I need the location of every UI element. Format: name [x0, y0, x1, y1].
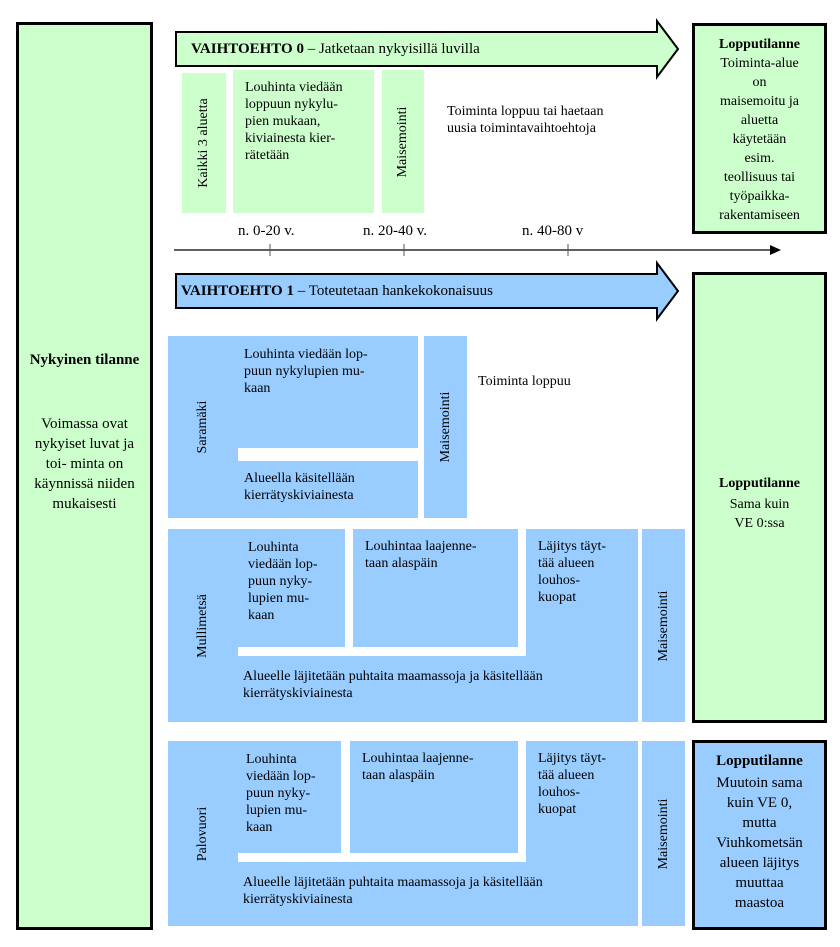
- ve1-final-box: Lopputilanne Sama kuin VE 0:ssa: [692, 272, 827, 723]
- ve1-palovuori-final-text: Muutoin sama kuin VE 0, mutta Viuhkomets…: [716, 775, 803, 911]
- saramaki-landscaping-label: Maisemointi: [437, 391, 453, 463]
- ve1-arrow: [175, 260, 680, 322]
- current-situation-text: Voimassa ovat nykyiset luvat ja toi- min…: [34, 416, 135, 512]
- mullimetsa-expand-box: Louhintaa laajenne- taan alaspäin: [353, 529, 518, 647]
- palovuori-bottom-text: Alueelle läjitetään puhtaita maamassoja …: [243, 875, 543, 907]
- ve0-landscaping-box: Maisemointi: [382, 70, 424, 213]
- ve1-subtitle: – Toteutetaan hankekokonaisuus: [297, 282, 494, 299]
- palovuori-quarry-box: Louhinta viedään lop- puun nyky- lupien …: [237, 741, 341, 853]
- ve0-quarry-text: Louhinta viedään loppuun nykylu- pien mu…: [245, 80, 343, 163]
- palovuori-bottom-box: Alueelle läjitetään puhtaita maamassoja …: [237, 862, 638, 926]
- current-situation-title: Nykyinen tilanne: [29, 352, 140, 368]
- palovuori-quarry-text: Louhinta viedään lop- puun nyky- lupien …: [246, 752, 316, 835]
- saramaki-quarry-box: Louhinta viedään lop- puun nykylupien mu…: [237, 336, 418, 448]
- ve1-palovuori-final-box: Lopputilanne Muutoin sama kuin VE 0, mut…: [692, 740, 827, 930]
- ve0-area-label: Kaikki 3 aluetta: [196, 98, 211, 188]
- palovuori-expand-box: Louhintaa laajenne- taan alaspäin: [350, 741, 518, 853]
- ve0-end-text: Toiminta loppuu tai haetaan uusia toimin…: [447, 104, 604, 136]
- ve0-landscaping-label: Maisemointi: [395, 106, 410, 177]
- palovuori-landscaping-label: Maisemointi: [655, 798, 671, 869]
- mullimetsa-label: Mullimetsä: [195, 593, 210, 658]
- palovuori-label-box: Palovuori: [168, 741, 238, 926]
- mullimetsa-bottom-text: Alueelle läjitetään puhtaita maamassoja …: [243, 669, 543, 701]
- palovuori-fill-text: Läjitys täyt- tää alueen louhos- kuopat: [538, 751, 607, 817]
- saramaki-landscaping-box: Maisemointi: [424, 336, 467, 518]
- ve1-final-text: Sama kuin VE 0:ssa: [729, 497, 790, 531]
- timeline-label-1: n. 0-20 v.: [238, 223, 295, 239]
- ve0-final-box: Lopputilanne Toiminta-alue on maisemoitu…: [692, 23, 827, 234]
- ve0-final-title: Lopputilanne: [719, 37, 800, 52]
- mullimetsa-landscaping-label: Maisemointi: [655, 590, 671, 661]
- ve0-quarry-box: Louhinta viedään loppuun nykylu- pien mu…: [233, 70, 374, 213]
- ve0-arrow: [175, 18, 680, 80]
- timeline-axis: [174, 244, 781, 256]
- timeline-label-3: n. 40-80 v: [522, 223, 584, 239]
- mullimetsa-quarry-text: Louhinta viedään lop- puun nyky- lupien …: [248, 540, 318, 623]
- mullimetsa-expand-text: Louhintaa laajenne- taan alaspäin: [365, 539, 477, 571]
- ve1-final-title: Lopputilanne: [719, 476, 800, 491]
- ve0-arrow-label: VAIHTOEHTO 0 – Jatketaan nykyisillä luvi…: [191, 32, 480, 66]
- palovuori-expand-text: Louhintaa laajenne- taan alaspäin: [362, 751, 474, 783]
- saramaki-quarry-text: Louhinta viedään lop- puun nykylupien mu…: [244, 347, 368, 396]
- mullimetsa-landscaping-box: Maisemointi: [642, 529, 685, 722]
- ve1-arrow-label: VAIHTOEHTO 1 – Toteutetaan hankekokonais…: [181, 274, 493, 308]
- palovuori-label: Palovuori: [195, 806, 210, 861]
- ve0-title: VAIHTOEHTO 0: [191, 40, 304, 57]
- saramaki-label: Saramäki: [195, 400, 210, 454]
- palovuori-landscaping-box: Maisemointi: [642, 741, 685, 926]
- saramaki-label-box: Saramäki: [168, 336, 238, 518]
- mullimetsa-bottom-box: Alueelle läjitetään puhtaita maamassoja …: [237, 656, 638, 722]
- saramaki-recycle-text: Alueella käsitellään kierrätyskiviainest…: [244, 471, 355, 503]
- mullimetsa-label-box: Mullimetsä: [168, 529, 238, 722]
- ve0-subtitle: – Jatketaan nykyisillä luvilla: [307, 40, 480, 57]
- mullimetsa-fill-text: Läjitys täyt- tää alueen louhos- kuopat: [538, 539, 607, 605]
- ve1-palovuori-final-title: Lopputilanne: [716, 753, 803, 769]
- ve0-area-box: Kaikki 3 aluetta: [182, 73, 226, 213]
- mullimetsa-quarry-box: Louhinta viedään lop- puun nyky- lupien …: [237, 529, 345, 647]
- timeline-label-2: n. 20-40 v.: [363, 223, 428, 239]
- saramaki-end-text: Toiminta loppuu: [478, 374, 571, 389]
- ve1-title: VAIHTOEHTO 1: [181, 282, 294, 299]
- current-situation-box: Nykyinen tilanne Voimassa ovat nykyiset …: [16, 22, 153, 930]
- saramaki-recycle-box: Alueella käsitellään kierrätyskiviainest…: [237, 461, 418, 518]
- ve0-final-text: Toiminta-alue on maisemoitu ja aluetta k…: [719, 56, 800, 223]
